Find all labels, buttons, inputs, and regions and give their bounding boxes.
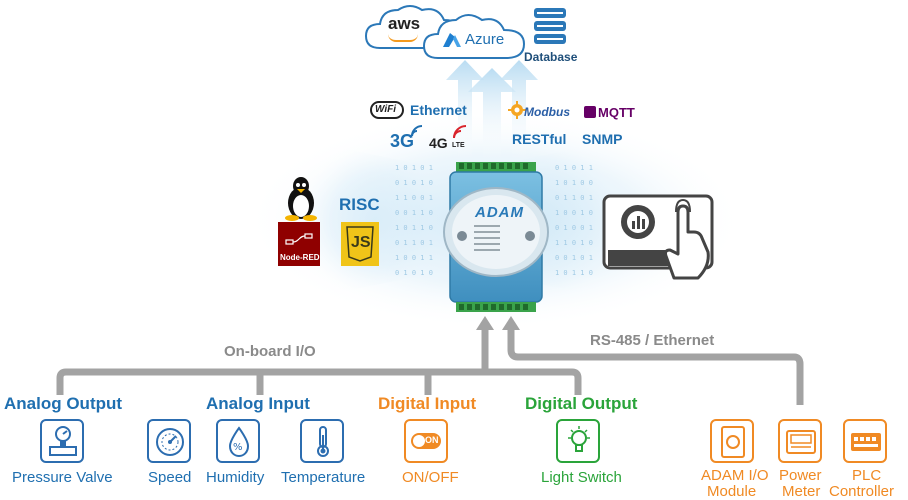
svg-text:0 1 0 1 0: 0 1 0 1 0 [395, 179, 433, 187]
onoff-switch-icon: ON [411, 433, 441, 449]
svg-text:0 1 0 1 0: 0 1 0 1 0 [395, 269, 433, 277]
plc-line2: Controller [829, 483, 895, 500]
nodered-label: Node-RED [280, 253, 320, 262]
humidity-label: Humidity [206, 469, 265, 486]
database-icon [534, 8, 566, 44]
rs485-ethernet-label: RS-485 / Ethernet [590, 332, 715, 349]
js-label: JS [351, 234, 371, 251]
power-meter-icon [786, 430, 816, 454]
modbus-gear-icon [508, 101, 526, 119]
svg-text:1 0 0 1 1: 1 0 0 1 1 [395, 254, 433, 262]
svg-text:0 1 1 0 1: 0 1 1 0 1 [395, 239, 433, 247]
pressure-valve-icon [49, 426, 77, 456]
light-switch-label: Light Switch [541, 469, 622, 486]
nodered-logo-icon: Node-RED [278, 222, 320, 266]
plc-tile [843, 419, 887, 463]
svg-text:1 0 1 0 1: 1 0 1 0 1 [395, 164, 433, 172]
rs485-arrowhead [502, 316, 520, 330]
3g-label: 3G [390, 131, 415, 151]
onoff-tile: ON [404, 419, 448, 463]
mqtt-logo-icon [584, 106, 596, 118]
adam-device [443, 162, 549, 312]
js-logo-icon: JS [341, 222, 379, 266]
temperature-tile [300, 419, 344, 463]
snmp-label: SNMP [582, 131, 623, 147]
pressure-valve-tile [40, 419, 84, 463]
adam-io-tile [710, 419, 754, 463]
plc-line1: PLC [852, 467, 882, 484]
onoff-label: ON/OFF [402, 469, 459, 486]
linux-tux-icon [285, 177, 317, 221]
ethernet-label: Ethernet [410, 102, 467, 118]
wifi-label: WiFi [375, 104, 397, 115]
mqtt-label: MQTT [598, 105, 635, 120]
azure-label: Azure [465, 31, 505, 48]
4g-signal-icon [453, 125, 467, 139]
light-switch-tile [556, 419, 600, 463]
on-badge-label: ON [425, 435, 439, 445]
svg-text:0 1 0 0 1: 0 1 0 0 1 [555, 224, 593, 232]
svg-text:0 1 0 1 1: 0 1 0 1 1 [555, 164, 593, 172]
device-brand: ADAM [475, 204, 524, 221]
plc-controller-icon [851, 433, 881, 451]
azure-cloud-icon [422, 14, 526, 59]
svg-text:1 0 1 1 0: 1 0 1 1 0 [395, 224, 433, 232]
svg-text:1 0 0 1 0: 1 0 0 1 0 [555, 209, 593, 217]
io-module-icon [721, 426, 745, 458]
analog-input-heading: Analog Input [206, 394, 310, 413]
thermometer-icon [317, 426, 329, 457]
lte-label: LTE [452, 142, 465, 149]
aws-label: aws [388, 14, 421, 33]
analog-output-heading: Analog Output [4, 394, 123, 413]
restful-label: RESTful [512, 131, 567, 147]
speedometer-icon [156, 428, 184, 456]
svg-text:%: % [233, 442, 243, 453]
touch-panel-icon [602, 194, 714, 280]
nodered-flow-icon [285, 233, 313, 245]
speed-tile [147, 419, 191, 463]
svg-text:1 1 0 1 0: 1 1 0 1 0 [555, 239, 593, 247]
aws-smile-icon [388, 34, 418, 42]
risc-label: RISC [339, 195, 380, 214]
humidity-tile: % [216, 419, 260, 463]
light-bulb-icon [568, 426, 590, 452]
digital-input-heading: Digital Input [378, 394, 477, 413]
database-label: Database [524, 50, 578, 64]
modbus-label: Modbus [524, 105, 570, 119]
svg-text:1 1 0 0 1: 1 1 0 0 1 [395, 194, 433, 202]
3g-signal-icon [411, 125, 423, 137]
wifi-logo-icon: WiFi [370, 101, 404, 119]
temperature-label: Temperature [281, 469, 366, 486]
svg-text:1 0 1 0 0: 1 0 1 0 0 [555, 179, 593, 187]
power-meter-tile [778, 419, 822, 463]
power-meter-line2: Meter [782, 483, 821, 500]
bus-lines [56, 325, 804, 405]
digital-output-heading: Digital Output [525, 394, 638, 413]
svg-text:0 1 1 0 1: 0 1 1 0 1 [555, 194, 593, 202]
speed-label: Speed [148, 469, 192, 486]
humidity-drop-icon: % [228, 426, 250, 458]
pressure-valve-label: Pressure Valve [12, 469, 113, 486]
svg-text:1 0 1 1 0: 1 0 1 1 0 [555, 269, 593, 277]
azure-logo-icon [443, 33, 461, 47]
adam-io-line2: Module [707, 483, 757, 500]
onboard-arrowhead [476, 316, 494, 330]
4g-label: 4G [429, 135, 448, 151]
adam-io-line1: ADAM I/O [701, 467, 769, 484]
power-meter-line1: Power [779, 467, 822, 484]
onboard-io-label: On-board I/O [224, 343, 316, 360]
svg-text:0 0 1 0 1: 0 0 1 0 1 [555, 254, 593, 262]
svg-text:0 0 1 1 0: 0 0 1 1 0 [395, 209, 433, 217]
binary-stream: 1 0 1 0 1 0 1 0 1 0 1 1 0 0 1 0 0 1 1 0 1 … [395, 164, 593, 277]
